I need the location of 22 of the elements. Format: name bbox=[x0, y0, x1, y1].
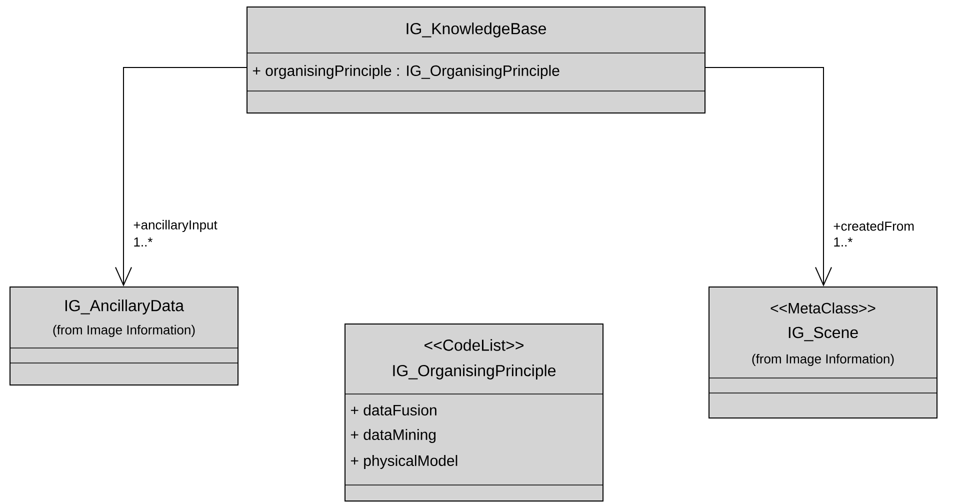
role-label: +ancillaryInput bbox=[132, 218, 218, 234]
class-name: IG_AncillaryData bbox=[65, 300, 184, 314]
attribute-text: + dataFusion bbox=[350, 404, 436, 416]
class-name: IG_OrganisingPrinciple bbox=[393, 364, 556, 380]
multiplicity-label: 1..* bbox=[834, 238, 853, 246]
package-note: (from Image Information) bbox=[53, 324, 195, 338]
multiplicity-label: 1..* bbox=[134, 238, 153, 246]
class-box bbox=[246, 6, 706, 114]
stereotype-label: <<CodeList>> bbox=[424, 339, 524, 351]
package-note: (from Image Information) bbox=[752, 354, 894, 366]
stereotype-label: <<MetaClass>> bbox=[770, 302, 876, 314]
attribute-text: + physicalModel bbox=[350, 455, 458, 469]
attribute-text: + dataMining bbox=[350, 429, 436, 443]
class-box bbox=[344, 324, 604, 502]
association-arrow bbox=[115, 67, 247, 286]
class-name: IG_KnowledgeBase bbox=[406, 22, 546, 38]
class-name: IG_Scene bbox=[788, 326, 858, 342]
association-arrow bbox=[705, 67, 832, 286]
class-box bbox=[708, 286, 938, 418]
attribute-text: + organisingPrinciple : IG_OrganisingPrinciple bbox=[252, 65, 560, 79]
class-box bbox=[10, 286, 238, 386]
role-label: +createdFrom bbox=[832, 220, 916, 232]
